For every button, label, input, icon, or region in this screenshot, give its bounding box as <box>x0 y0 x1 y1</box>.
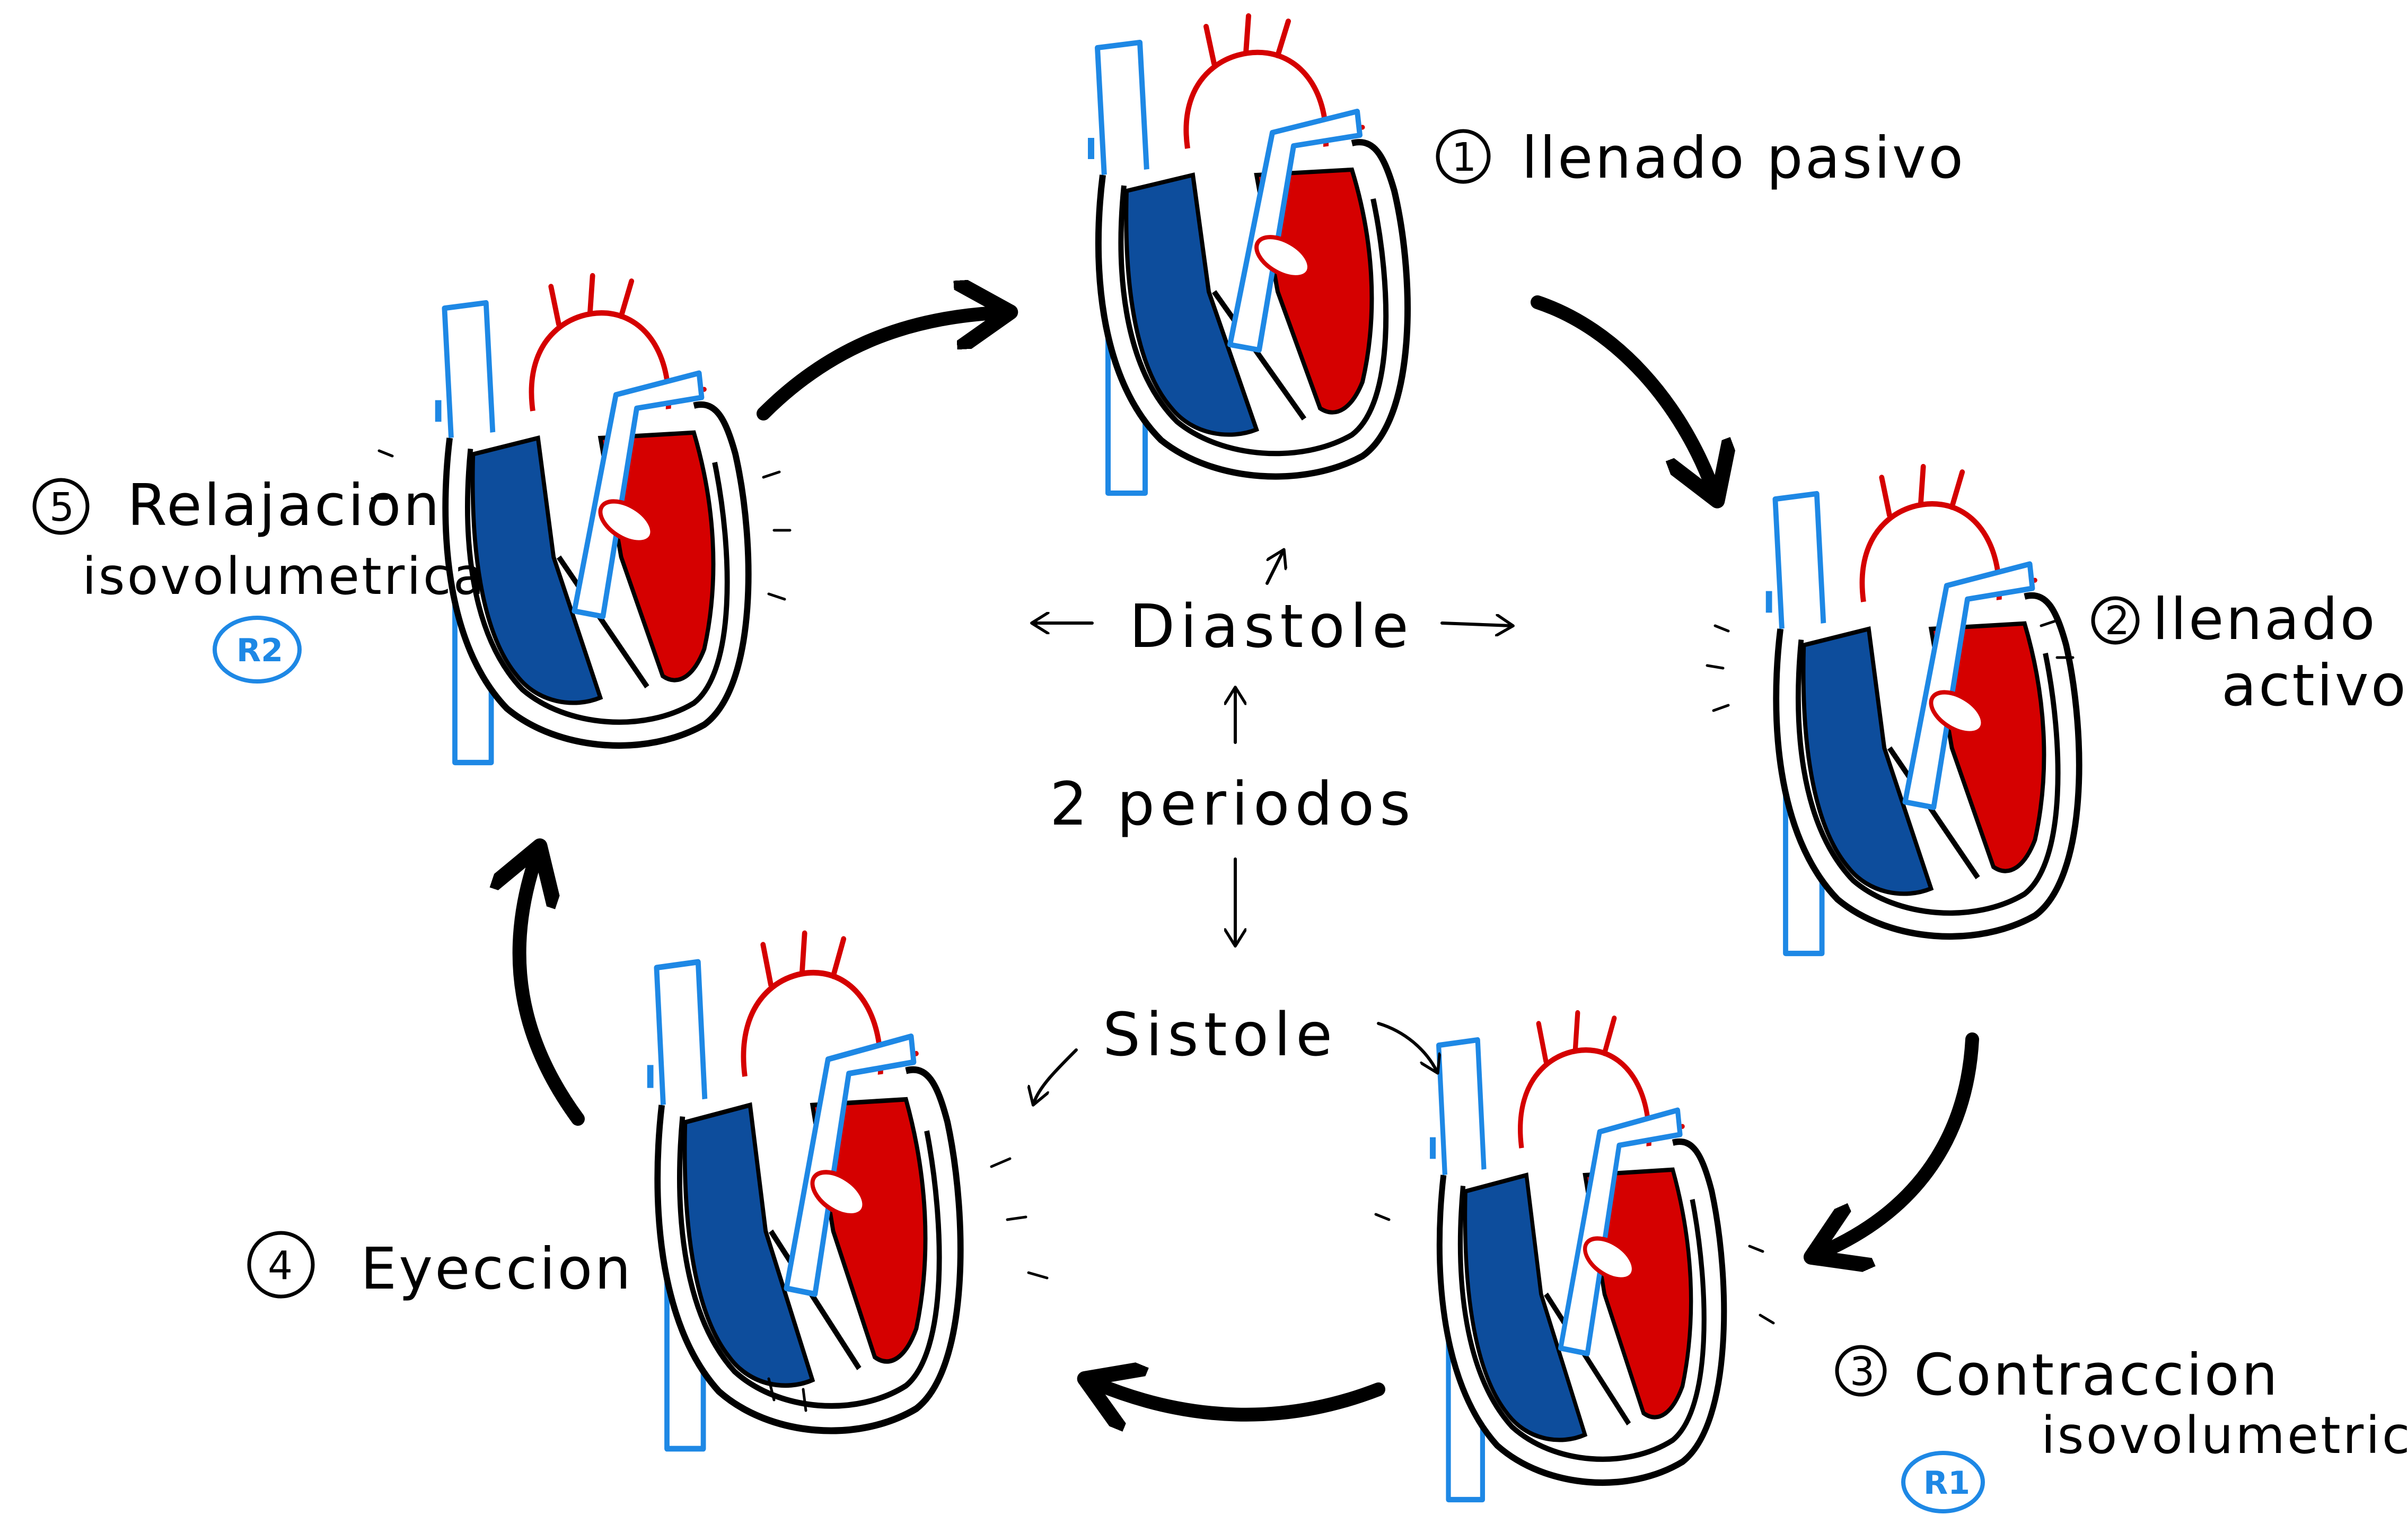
periods-label: 2 periodos <box>1050 770 1416 839</box>
arrow-systole-left <box>1034 1050 1076 1103</box>
heart-phase-4 <box>651 933 961 1449</box>
arrow-1-to-2 <box>1537 302 1712 488</box>
phase-4-title: Eyeccion <box>361 1236 633 1302</box>
arrow-diastole-right <box>1442 623 1511 626</box>
systole-label: Sistole <box>1103 1001 1338 1070</box>
phase-5-subtitle: isovolumetrica <box>82 547 486 606</box>
diastole-label: Diastole <box>1129 592 1414 661</box>
heart-phase-3 <box>1433 1013 1724 1500</box>
phase-2-title: llenado <box>2152 586 2377 653</box>
center-annotations: Diastole 2 periodos Sistole <box>1034 551 1511 1103</box>
heart-phase-2 <box>1769 467 2079 953</box>
phase-5-label: 5 Relajacion isovolumetrica R2 <box>34 472 486 681</box>
phase-2-number: 2 <box>2105 598 2130 644</box>
phase-4-number: 4 <box>268 1243 293 1289</box>
arrow-diastole-up <box>1267 551 1283 583</box>
heart-phase-1 <box>1091 16 1408 493</box>
arrow-5-to-1 <box>763 313 997 414</box>
phase-5-badge: R2 <box>236 632 283 669</box>
phase-3-subtitle: isovolumetrica <box>2041 1406 2408 1465</box>
arrow-4-to-5 <box>520 859 578 1119</box>
phase-2-label: 2 llenado activo <box>2093 586 2408 719</box>
phase-2-subtitle: activo <box>2221 653 2408 719</box>
heart-phase-5 <box>438 276 749 763</box>
arrow-2-to-3 <box>1824 1039 1972 1251</box>
phase-1-title: llenado pasivo <box>1522 125 1965 191</box>
phase-1-label: 1 llenado pasivo <box>1438 125 1965 191</box>
arrow-3-to-4 <box>1097 1384 1378 1415</box>
phase-3-number: 3 <box>1850 1349 1875 1395</box>
phase-5-title: Relajacion <box>127 472 442 539</box>
arrow-systole-right <box>1378 1023 1437 1071</box>
phase-3-title: Contraccion <box>1914 1342 2280 1408</box>
phase-3-label: 3 Contraccion isovolumetrica R1 <box>1837 1342 2408 1511</box>
phase-5-number: 5 <box>49 485 74 530</box>
phase-3-badge: R1 <box>1923 1465 1970 1502</box>
phase-1-number: 1 <box>1452 135 1477 180</box>
phase-4-label: 4 Eyeccion <box>249 1233 633 1302</box>
